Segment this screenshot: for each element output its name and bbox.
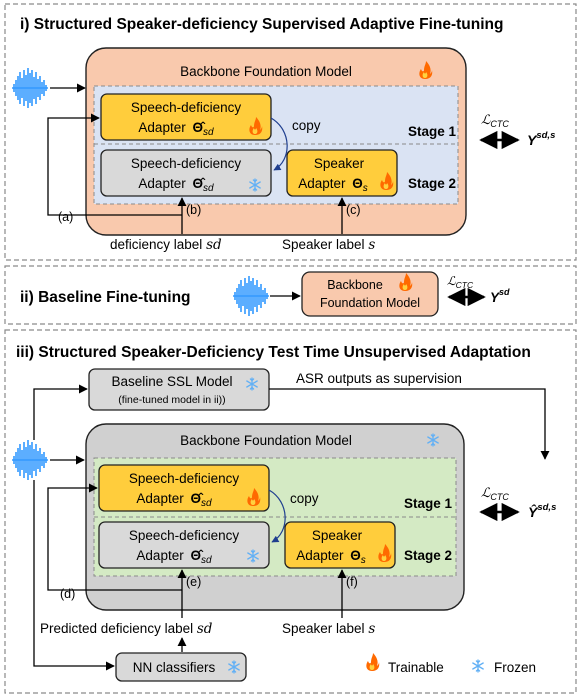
- stage1-label: Stage 1: [408, 124, 457, 139]
- copy-label-b: copy: [290, 491, 319, 506]
- sd-adapter-frozen-label-2: Adapter Θ̂sd: [138, 176, 214, 194]
- baseline-ssl-label-1: Baseline SSL Model: [111, 374, 232, 389]
- speaker-label-text: Speaker label s: [282, 237, 375, 253]
- baseline-loss-label: ℒCTC: [447, 274, 474, 290]
- baseline-output-label: Ysd: [490, 287, 510, 305]
- copy-arrow-b: [268, 489, 286, 543]
- section-one-frame: [4, 3, 577, 261]
- stage2-label: Stage 2: [408, 176, 456, 191]
- speaker-adapter-label-2: Adapter Θs: [298, 176, 368, 194]
- snowflake-icon: [472, 659, 484, 673]
- section-three-frame: [4, 329, 577, 694]
- backbone-title: Backbone Foundation Model: [180, 64, 352, 79]
- output-label: Ysd,s: [527, 130, 555, 148]
- speaker-adapter-label-1: Speaker: [314, 156, 365, 171]
- baseline-ssl-label-2: (fine-tuned model in ii)): [118, 394, 225, 406]
- speaker-adapter: [286, 149, 398, 197]
- flame-icon: [366, 653, 380, 671]
- tag-e: (e): [186, 575, 201, 589]
- tag-d: (d): [60, 587, 75, 601]
- sd-adapter-b-label-1: Speech-deficiency: [129, 471, 240, 486]
- asr-outputs-label: ASR outputs as supervision: [296, 371, 462, 386]
- sd-adapter-frozen: [100, 149, 272, 197]
- sd-adapter-trainable: [100, 93, 272, 141]
- ssl-input-arrow: [33, 384, 88, 440]
- frozen-backbone-title: Backbone Foundation Model: [180, 433, 352, 448]
- baseline-backbone-label-2: Foundation Model: [320, 296, 420, 310]
- sd-adapter-label-2: Adapter Θ̂sd: [138, 120, 214, 138]
- sd-adapter-b-label-2: Adapter Θ̂sd: [136, 491, 212, 509]
- speaker-adapter-b-label-1: Speaker: [312, 528, 363, 543]
- section-two-frame: [4, 265, 577, 325]
- sd-adapter-frozen-b-label-2: Adapter Θ̂sd: [136, 548, 212, 566]
- path-d-arrow: [47, 483, 182, 591]
- nn-classifiers-box: [115, 652, 247, 682]
- copy-label: copy: [292, 118, 321, 133]
- predicted-deficiency-label-text: Predicted deficiency label sd: [40, 621, 213, 637]
- section-three-title: iii) Structured Speaker-Deficiency Test …: [16, 344, 531, 361]
- tag-a: (a): [58, 210, 73, 224]
- tag-f: (f): [346, 575, 358, 589]
- baseline-backbone-label-1: Backbone: [327, 278, 383, 292]
- sd-adapter-label-1: Speech-deficiency: [131, 100, 242, 115]
- waveform-icon: [232, 275, 270, 317]
- nn-classifiers-label: NN classifiers: [133, 660, 216, 675]
- loss-label-b: ℒCTC: [481, 486, 509, 502]
- sd-adapter-frozen-b-label-1: Speech-deficiency: [129, 528, 240, 543]
- path-a-arrow: [47, 113, 182, 216]
- loss-label: ℒCTC: [481, 113, 509, 129]
- deficiency-label-text: deficiency label sd: [110, 237, 222, 253]
- waveform-icon: [11, 439, 49, 481]
- legend-frozen: Frozen: [494, 660, 536, 675]
- speaker-adapter-b-label-2: Adapter Θs: [296, 548, 366, 566]
- speaker-adapter-b: [284, 521, 396, 569]
- waveform-icon: [11, 67, 49, 109]
- copy-arrow: [270, 117, 288, 171]
- section-one-title: i) Structured Speaker-deficiency Supervi…: [20, 16, 503, 33]
- legend-trainable: Trainable: [388, 660, 444, 675]
- speaker-label-text-b: Speaker label s: [282, 621, 375, 637]
- sd-adapter-frozen-label-1: Speech-deficiency: [131, 156, 242, 171]
- sd-adapter-trainable-b: [98, 464, 270, 512]
- classifier-input-arrow: [33, 480, 115, 671]
- tag-b: (b): [186, 203, 201, 217]
- sd-adapter-frozen-b: [98, 521, 270, 569]
- section-two-title: ii) Baseline Fine-tuning: [20, 289, 191, 306]
- stage2-label-b: Stage 2: [404, 548, 452, 563]
- stage1-label-b: Stage 1: [404, 496, 453, 511]
- asr-supervision-arrow: [269, 388, 550, 460]
- pseudo-output-label: Ŷsd,s: [528, 502, 556, 520]
- tag-c: (c): [346, 203, 361, 217]
